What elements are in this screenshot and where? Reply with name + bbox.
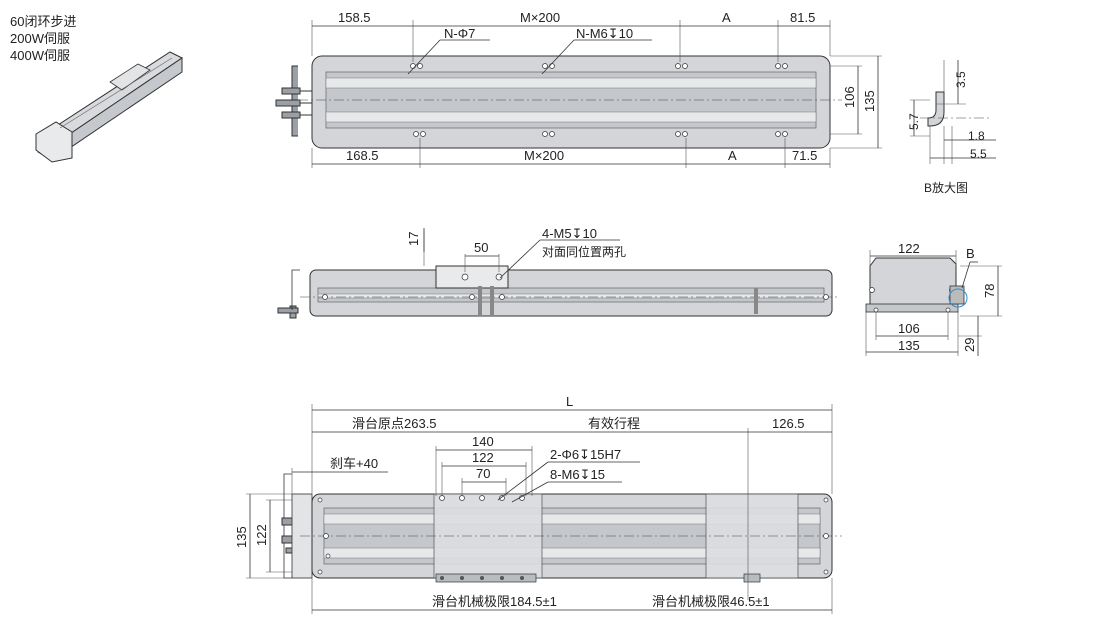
plan-dim-origin: 滑台原点263.5 <box>352 416 437 431</box>
side-note-m5: 4-M5↧10 <box>542 226 597 241</box>
side-dim-17: 17 <box>406 232 421 246</box>
plan-dim-brake: 刹车+40 <box>330 456 378 471</box>
detail-dim-57: 5.7 <box>907 113 921 130</box>
end-label-b: B <box>966 246 975 261</box>
end-view: 122 B 78 29 106 135 <box>865 241 1002 356</box>
end-dim-122: 122 <box>898 241 920 256</box>
top-dim-106: 106 <box>842 86 857 108</box>
plan-dim-122v: 122 <box>254 524 269 546</box>
model-line-3: 400W伺服 <box>10 48 70 63</box>
plan-limit-right: 滑台机械极限46.5±1 <box>652 594 770 609</box>
bottom-dim-715: 71.5 <box>792 148 817 163</box>
model-line-1: 60闭环步进 <box>10 14 76 29</box>
side-note-opposite: 对面同位置两孔 <box>542 244 626 259</box>
bottom-dim-168: 168.5 <box>346 148 379 163</box>
plan-dim-1265: 126.5 <box>772 416 805 431</box>
top-dim-815: 81.5 <box>790 10 815 25</box>
detail-b-title: B放大图 <box>924 180 968 195</box>
side-dim-50: 50 <box>474 240 488 255</box>
detail-dim-55: 5.5 <box>970 147 987 161</box>
plan-dim-122: 122 <box>472 450 494 465</box>
plan-dim-effective: 有效行程 <box>588 416 640 431</box>
top-dim-158: 158.5 <box>338 10 371 25</box>
bottom-hole-row <box>413 131 788 137</box>
plan-limit-left: 滑台机械极限184.5±1 <box>432 594 557 609</box>
top-dim-a: A <box>722 10 731 25</box>
bottom-dim-m200: M×200 <box>524 148 564 163</box>
plan-note-phi6: 2-Φ6↧15H7 <box>550 447 621 462</box>
end-dim-29: 29 <box>962 338 977 352</box>
top-dim-m200: M×200 <box>520 10 560 25</box>
top-note-n-m6: N-M6↧10 <box>576 26 633 41</box>
plan-dim-140: 140 <box>472 434 494 449</box>
plan-dim-70: 70 <box>476 466 490 481</box>
model-line-2: 200W伺服 <box>10 31 70 46</box>
detail-dim-35: 3.5 <box>954 71 968 88</box>
top-view: 158.5 M×200 A 81.5 N-Φ7 N-M6↧10 106 135 … <box>275 10 882 168</box>
bottom-dim-a: A <box>728 148 737 163</box>
end-dim-135: 135 <box>898 338 920 353</box>
top-note-n-phi7: N-Φ7 <box>444 26 475 41</box>
top-hole-row <box>410 63 788 69</box>
detail-b-view: 3.5 5.7 1.8 5.5 B放大图 <box>907 60 996 195</box>
end-dim-78: 78 <box>982 284 997 298</box>
detail-dim-18: 1.8 <box>968 129 985 143</box>
plan-view: L 滑台原点263.5 有效行程 126.5 140 122 70 刹车+40 … <box>234 394 842 614</box>
side-view: 17 50 4-M5↧10 对面同位置两孔 <box>277 226 840 319</box>
plan-dim-l: L <box>566 394 573 409</box>
plan-dim-135: 135 <box>234 526 249 548</box>
top-dim-135: 135 <box>862 90 877 112</box>
plan-note-m6: 8-M6↧15 <box>550 467 605 482</box>
end-dim-106: 106 <box>898 321 920 336</box>
isometric-thumbnail <box>35 51 183 163</box>
